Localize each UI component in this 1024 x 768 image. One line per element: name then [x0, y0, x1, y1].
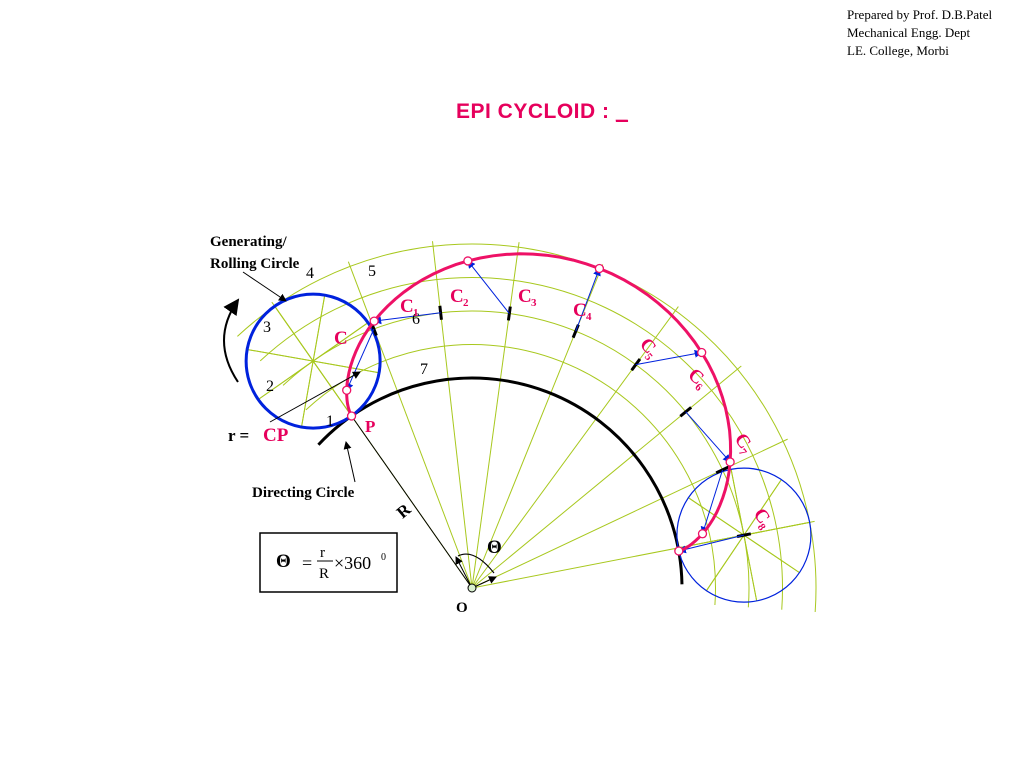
formula-superscript: 0 [381, 552, 386, 563]
r-equals-label: r = [228, 426, 249, 445]
locus-point-2 [369, 316, 379, 326]
formula-theta: Θ [276, 551, 291, 572]
radius-leader-arrow [269, 371, 361, 423]
division-number-1: 1 [326, 413, 334, 430]
locus-point-6 [725, 457, 735, 467]
locus-arrow-2 [373, 312, 441, 325]
division-number-6: 6 [412, 311, 420, 328]
generating-label-line1: Generating/ [210, 234, 287, 250]
locus-point-5 [697, 347, 707, 358]
generating-circle [244, 292, 382, 430]
directing-leader-arrow [343, 441, 356, 483]
svg-text:7: 7 [736, 447, 749, 459]
radial-line-6 [471, 365, 742, 589]
locus-arrow-5 [635, 349, 703, 366]
generating-leader-arrow [242, 271, 287, 302]
radius-line-r [351, 415, 473, 589]
radial-line-7 [471, 438, 788, 589]
radial-line-5 [471, 306, 679, 589]
directing-circle-arc [317, 376, 684, 585]
locus-arrow-4 [575, 267, 601, 332]
author-credit: Prepared by Prof. D.B.Patel Mechanical E… [847, 6, 992, 60]
point-p-label: P [365, 417, 375, 436]
division-number-3: 3 [263, 319, 271, 336]
svg-text:1: 1 [413, 307, 419, 319]
formula-times: ×360 [334, 553, 371, 573]
division-number-7: 7 [420, 361, 428, 378]
centre-o-label: O [456, 600, 468, 616]
svg-text:C: C [400, 296, 414, 317]
formula-equals: = [302, 553, 312, 573]
svg-text:2: 2 [463, 297, 469, 309]
point-p-marker [346, 411, 357, 421]
theta-angle-label: Θ [487, 537, 502, 558]
division-number-2: 2 [266, 378, 274, 395]
svg-text:C: C [518, 286, 532, 307]
title-underscore: _ [615, 100, 629, 123]
locus-arrow-1 [345, 328, 375, 392]
formula-denominator: R [319, 566, 329, 582]
centre-label-c6: C6 [684, 364, 708, 394]
centre-c-label: C [334, 328, 348, 349]
svg-text:C: C [573, 300, 587, 321]
directing-arc [317, 376, 684, 585]
centre-tick-2 [438, 305, 443, 320]
rotation-arrow [223, 298, 240, 383]
centre-label-c8: C8 [749, 505, 774, 534]
formula-box: Θ = r R ×360 0 [259, 532, 398, 593]
division-number-5: 5 [368, 263, 376, 280]
radial-line-1 [347, 261, 473, 589]
locus-point-7 [697, 529, 708, 539]
locus-point-3 [463, 256, 473, 266]
final-rolling-circle [676, 467, 812, 603]
construction-lines [237, 241, 817, 613]
centre-o-point [467, 583, 477, 593]
cp-label: CP [263, 425, 289, 446]
angle-arc [457, 553, 495, 574]
construction-arc-3 [259, 277, 783, 610]
locus-points [342, 256, 735, 556]
generating-spoke-7 [300, 295, 326, 428]
locus-arrow-3 [467, 260, 510, 314]
page-title: EPI CYCLOID : _ [456, 100, 628, 124]
division-number-4: 4 [306, 265, 314, 282]
locus-point-1 [342, 385, 352, 395]
locus-arrow-7 [700, 469, 724, 535]
locus-arrow-8 [677, 534, 745, 554]
credit-line-2: Mechanical Engg. Dept [847, 25, 971, 40]
directing-label: Directing Circle [252, 485, 355, 501]
credit-line-1: Prepared by Prof. D.B.Patel [847, 7, 993, 22]
svg-text:4: 4 [586, 311, 592, 323]
rolling-circles [244, 292, 812, 603]
svg-text:C: C [450, 286, 464, 307]
locus-point-8 [674, 546, 684, 556]
locus-arrow-6 [685, 411, 731, 463]
svg-text:3: 3 [531, 297, 537, 309]
angle-arrow-left [455, 556, 473, 589]
title-text: EPI CYCLOID : [456, 100, 616, 123]
svg-text:8: 8 [755, 522, 768, 534]
credit-line-3: LE. College, Morbi [847, 43, 949, 58]
construction-arrows [345, 260, 745, 554]
generating-label-line2: Rolling Circle [210, 256, 300, 272]
centre-label-c7: C7 [730, 430, 755, 459]
formula-numerator: r [320, 545, 325, 561]
radial-line-2 [431, 241, 473, 589]
radial-line-3 [471, 242, 520, 589]
locus-point-4 [594, 263, 605, 274]
